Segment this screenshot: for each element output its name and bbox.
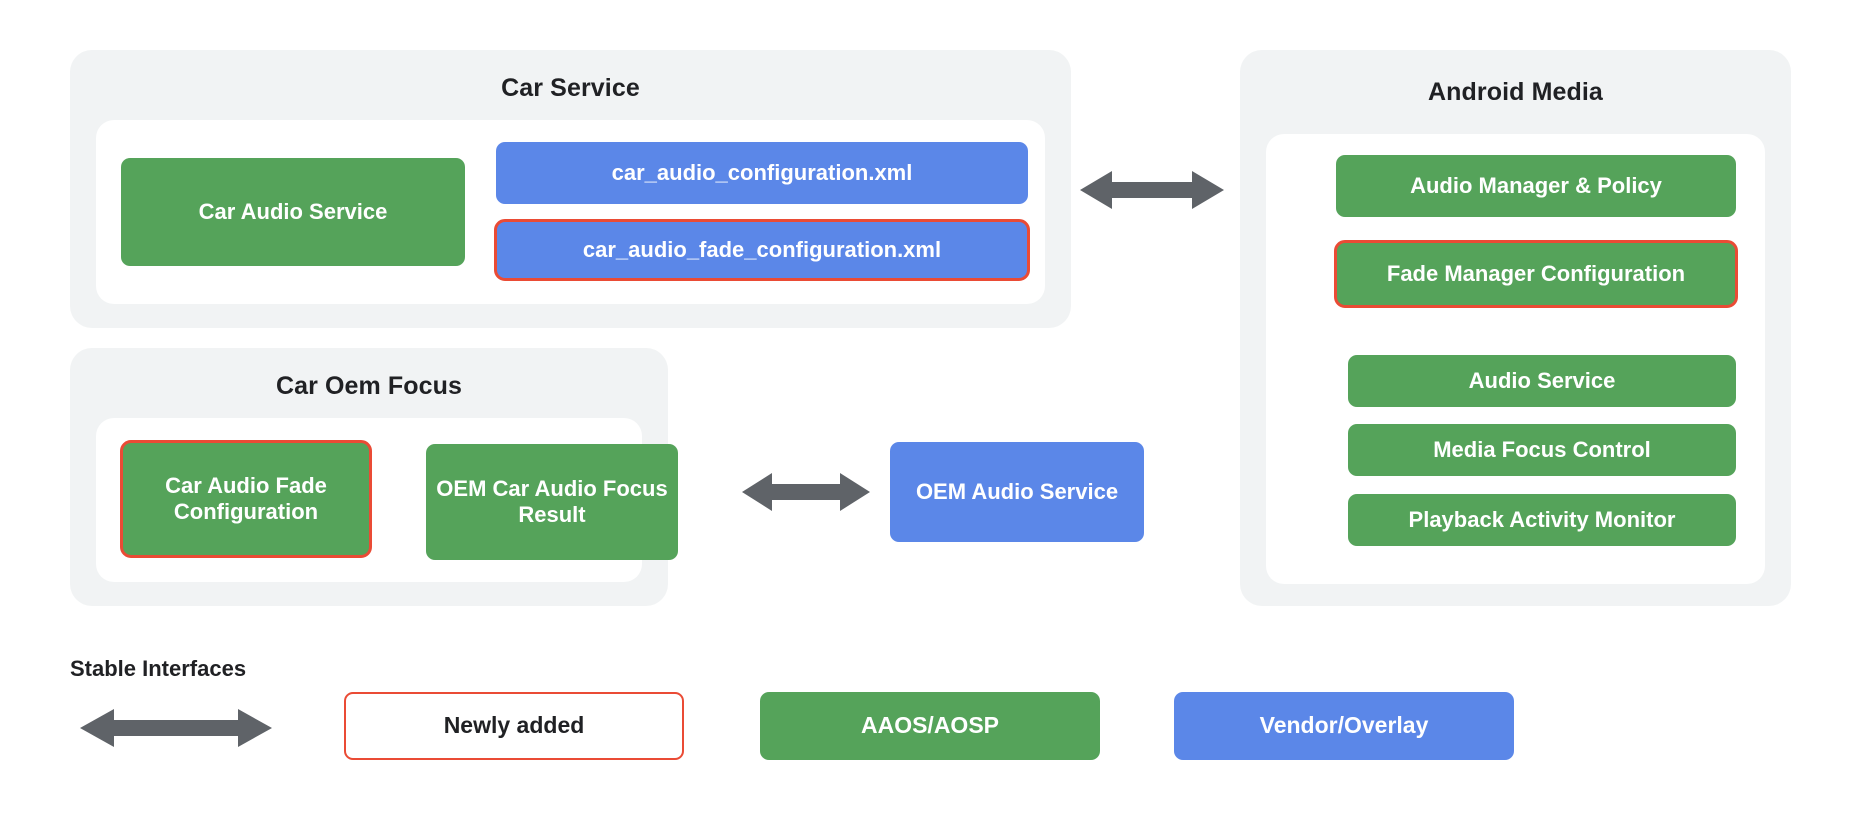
node-car-audio-fade-configuration-xml[interactable]: car_audio_fade_configuration.xml xyxy=(494,219,1030,281)
node-car-audio-fade-configuration[interactable]: Car Audio Fade Configuration xyxy=(120,440,372,558)
node-car-audio-service-label: Car Audio Service xyxy=(198,199,388,225)
node-car-audio-service[interactable]: Car Audio Service xyxy=(121,158,465,266)
node-car-audio-fade-configuration-xml-label: car_audio_fade_configuration.xml xyxy=(582,237,942,263)
node-media-focus-control-label: Media Focus Control xyxy=(1433,437,1651,463)
group-car-oem-focus: Car Oem Focus Car Audio Fade Configurati… xyxy=(70,348,678,606)
node-fade-manager-configuration[interactable]: Fade Manager Configuration xyxy=(1334,240,1738,308)
legend-newly-added-label: Newly added xyxy=(443,712,585,739)
group-car-oem-focus-title: Car Oem Focus xyxy=(275,372,463,400)
legend-stable-interfaces-label: Stable Interfaces xyxy=(70,656,247,681)
legend-vendor-overlay-label: Vendor/Overlay xyxy=(1259,712,1429,739)
panel-car-service: Car Audio Service car_audio_configuratio… xyxy=(96,120,1045,304)
legend-aaos-aosp[interactable]: AAOS/AOSP xyxy=(760,692,1100,760)
group-android-media-title: Android Media xyxy=(1428,78,1603,106)
node-oem-audio-service[interactable]: OEM Audio Service xyxy=(890,442,1144,542)
node-car-audio-fade-configuration-label: Car Audio Fade Configuration xyxy=(165,473,327,524)
arrow-car-oem-focus-to-oem-audio-service xyxy=(740,470,872,514)
node-audio-service-label: Audio Service xyxy=(1468,368,1616,394)
arrow-car-service-to-android-media xyxy=(1078,168,1226,212)
node-playback-activity-monitor[interactable]: Playback Activity Monitor xyxy=(1348,494,1736,546)
group-car-service: Car Service Car Audio Service car_audio_… xyxy=(70,50,1071,328)
node-audio-manager-policy[interactable]: Audio Manager & Policy xyxy=(1336,155,1736,217)
node-audio-manager-policy-label: Audio Manager & Policy xyxy=(1410,173,1662,199)
node-playback-activity-monitor-label: Playback Activity Monitor xyxy=(1408,507,1676,533)
panel-car-oem-focus: Car Audio Fade Configuration OEM Car Aud… xyxy=(96,418,678,582)
group-car-service-title: Car Service xyxy=(501,74,640,102)
node-media-focus-control[interactable]: Media Focus Control xyxy=(1348,424,1736,476)
node-audio-service[interactable]: Audio Service xyxy=(1348,355,1736,407)
node-oem-audio-service-label: OEM Audio Service xyxy=(915,479,1119,505)
node-fade-manager-configuration-label: Fade Manager Configuration xyxy=(1386,261,1686,287)
node-oem-car-audio-focus-result-label: OEM Car Audio Focus Result xyxy=(436,476,668,527)
node-oem-car-audio-focus-result[interactable]: OEM Car Audio Focus Result xyxy=(426,444,678,560)
legend-newly-added[interactable]: Newly added xyxy=(344,692,684,760)
legend-stable-interfaces-arrow xyxy=(78,706,274,750)
node-car-audio-configuration-xml-label: car_audio_configuration.xml xyxy=(611,160,913,186)
panel-android-media: Audio Manager & Policy Fade Manager Conf… xyxy=(1266,134,1765,584)
node-car-audio-configuration-xml[interactable]: car_audio_configuration.xml xyxy=(496,142,1028,204)
page-card: Car Service Car Audio Service car_audio_… xyxy=(14,8,1852,812)
legend-aaos-aosp-label: AAOS/AOSP xyxy=(860,712,1000,739)
legend-vendor-overlay[interactable]: Vendor/Overlay xyxy=(1174,692,1514,760)
group-android-media: Android Media Audio Manager & Policy Fad… xyxy=(1240,50,1791,606)
